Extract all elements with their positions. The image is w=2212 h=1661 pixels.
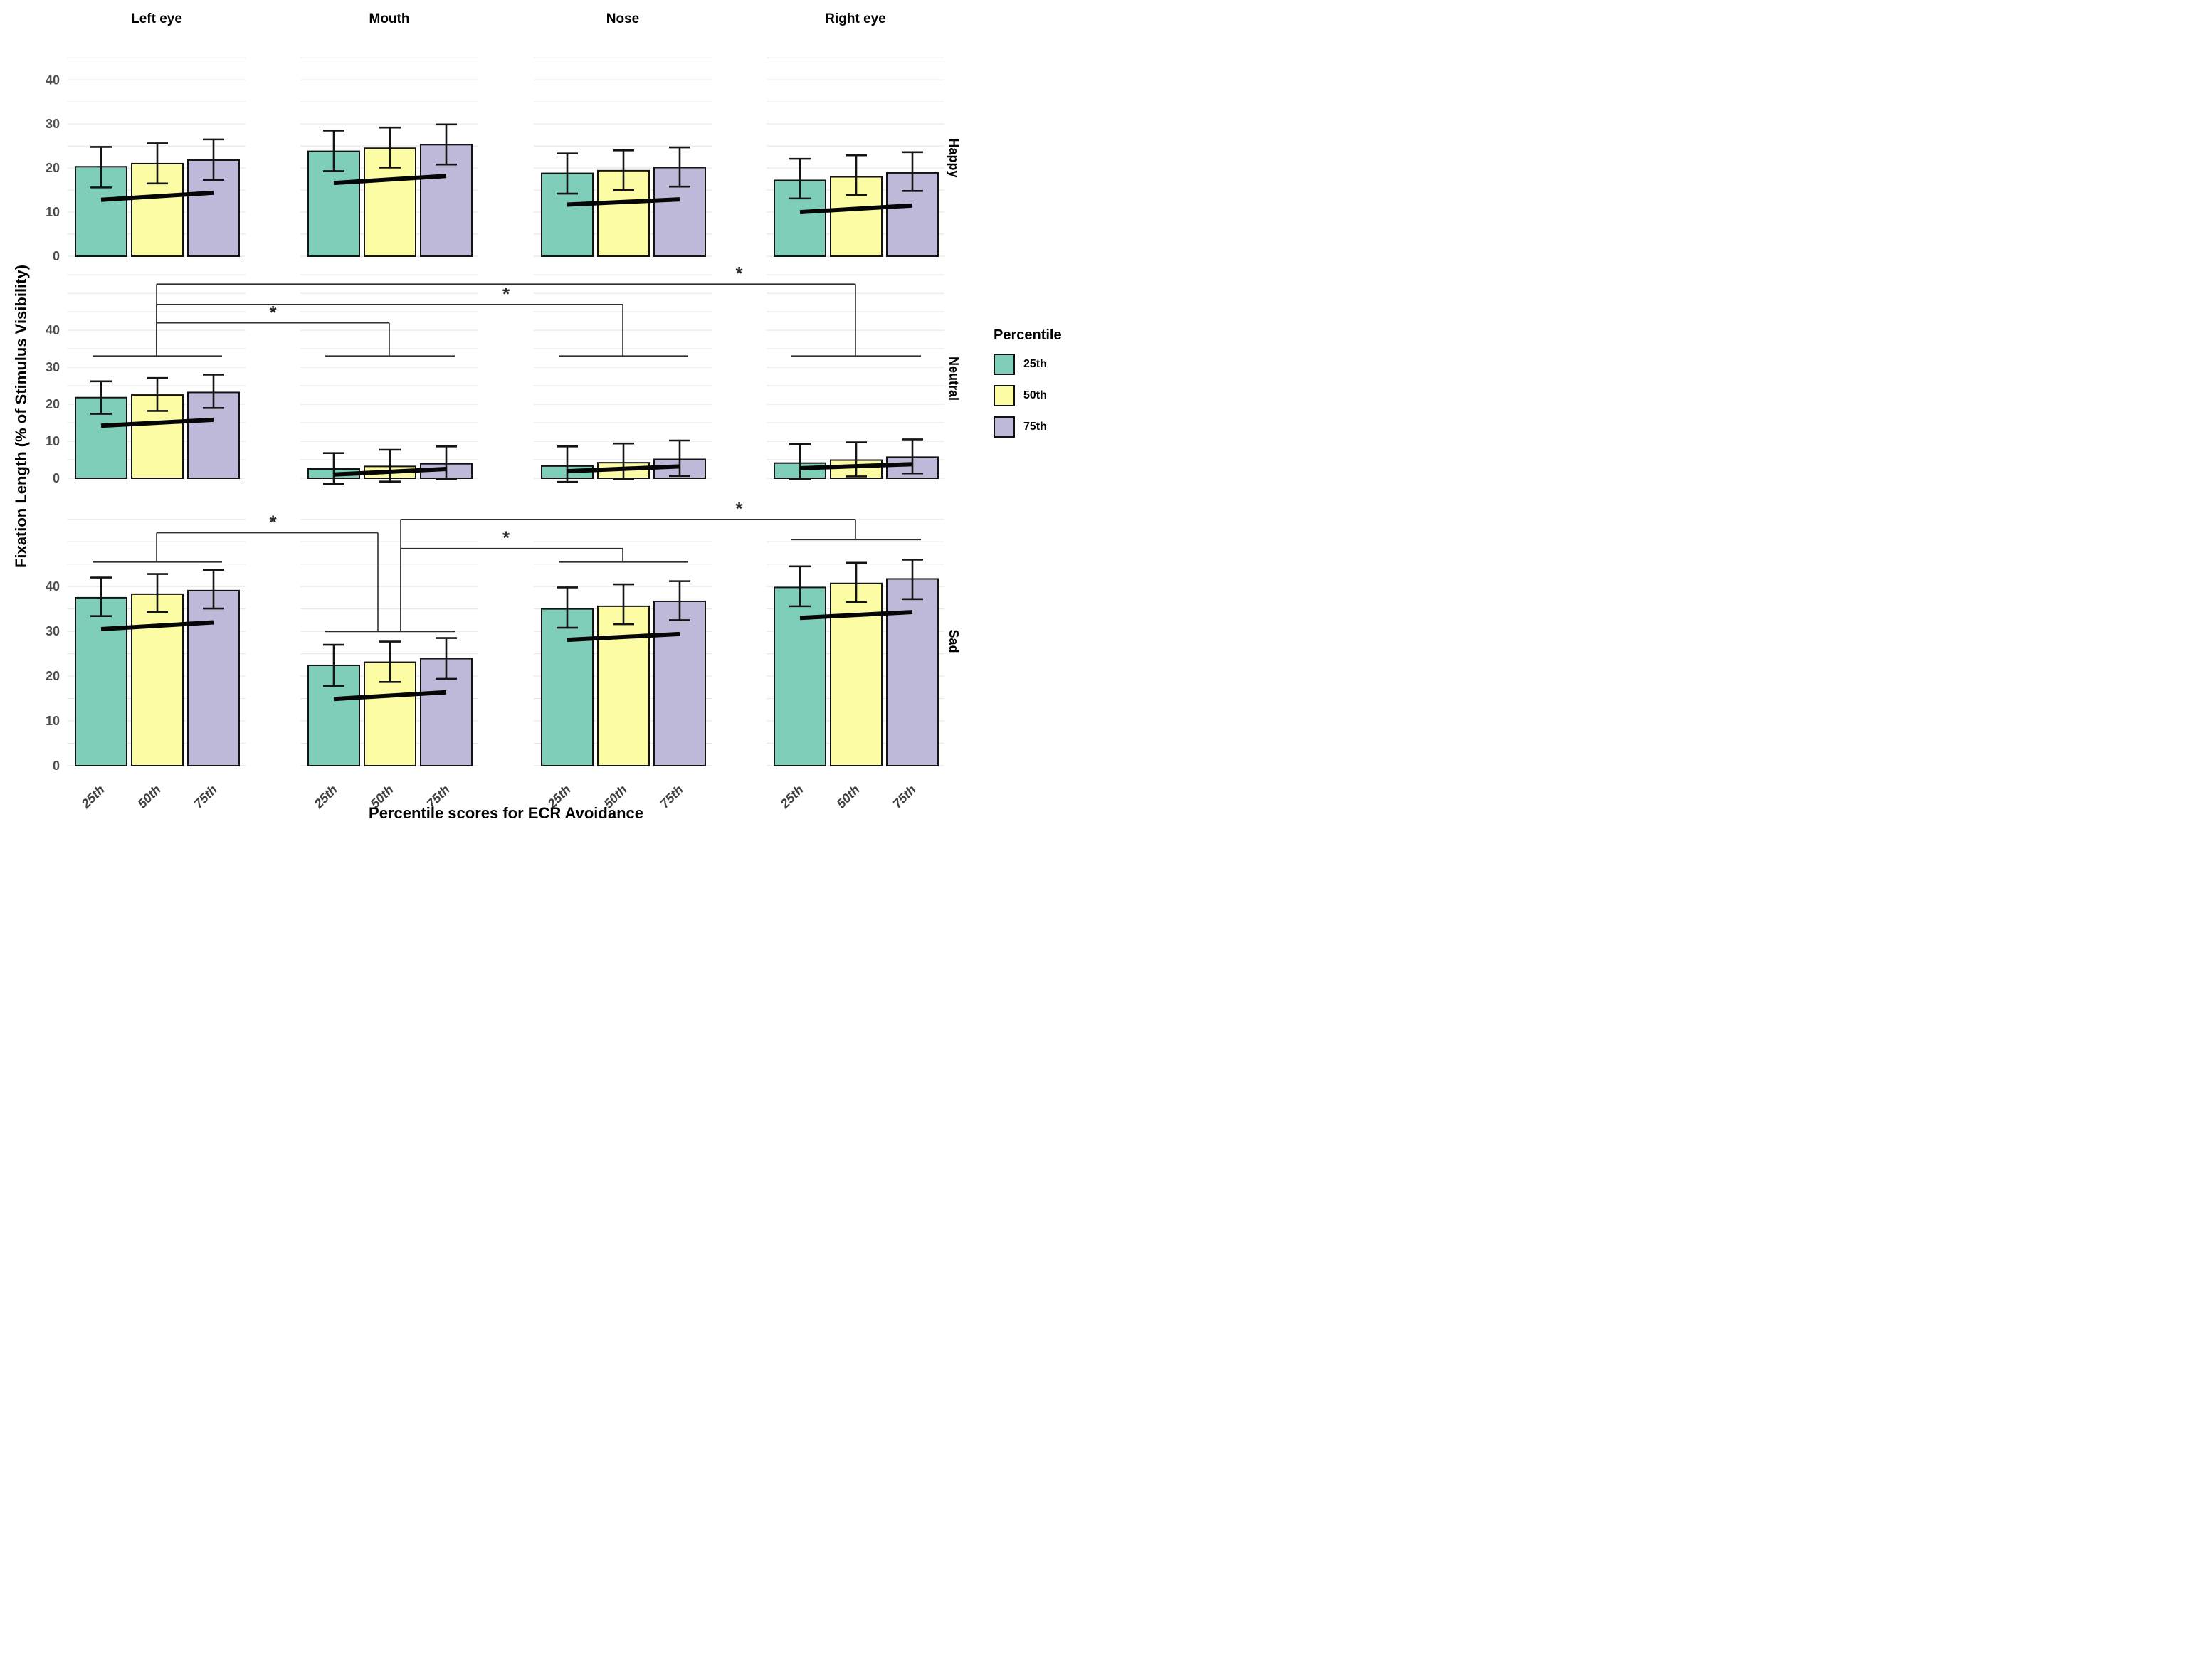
bar (774, 586, 826, 766)
trend-line (333, 174, 447, 186)
faceted-bar-chart: 0 10 20 30 40 0 10 20 30 40 0 10 20 30 40 Left eye Mouth… (46, 11, 944, 811)
facet-panel-sad-nose (541, 580, 706, 767)
y-tick-label: 40 (46, 579, 60, 594)
bar (364, 661, 416, 766)
trend-line (100, 417, 214, 428)
trend-line (333, 690, 447, 702)
legend-item-50th: 50th (994, 385, 1105, 406)
y-tick-label: 0 (53, 759, 60, 773)
significance-star: * (735, 498, 743, 520)
bar (541, 608, 594, 766)
y-tick-label: 0 (53, 249, 60, 263)
bar (830, 582, 883, 766)
y-tick-label: 10 (46, 205, 60, 219)
legend-items: 25th 50th 75th (994, 354, 1105, 438)
y-tick-label: 30 (46, 360, 60, 374)
y-tick-label: 40 (46, 323, 60, 337)
significance-star: * (735, 263, 743, 284)
trend-line (567, 464, 680, 474)
facet-panel-happy-left-eye (75, 138, 240, 257)
legend-title: Percentile (994, 327, 1062, 343)
legend-swatch-75th (994, 416, 1015, 438)
facet-panel-happy-nose (541, 146, 706, 258)
figure-canvas: 0 10 20 30 40 0 10 20 30 40 0 10 20 30 40 Left eye Mouth… (0, 0, 1106, 830)
bar (187, 589, 240, 767)
y-tick-label: 20 (46, 161, 60, 175)
legend-item-75th: 75th (994, 416, 1105, 438)
significance-star: * (502, 283, 510, 305)
facet-panel-neutral-mouth (307, 445, 473, 485)
facet-panel-sad-left-eye (75, 569, 240, 767)
legend-label: 50th (1023, 389, 1047, 401)
y-tick-label: 40 (46, 73, 60, 87)
y-tick-label: 0 (53, 471, 60, 485)
x-axis-title: Percentile scores for ECR Avoidance (369, 804, 643, 822)
y-axis-title: Fixation Length (% of Stimulus Visibilit… (12, 264, 30, 569)
trend-line (799, 610, 913, 621)
y-tick-label: 10 (46, 434, 60, 448)
facet-title: Left eye (131, 11, 182, 26)
y-tick-label: 30 (46, 117, 60, 131)
strip-label-neutral: Neutral (947, 357, 961, 401)
bar (131, 593, 184, 766)
trend-line (799, 203, 913, 215)
strip-label-sad: Sad (947, 629, 961, 653)
y-tick-label: 20 (46, 397, 60, 411)
facet-panel-happy-mouth (307, 123, 473, 257)
sig-brackets-sad: * * * (93, 498, 921, 633)
facet-panel-neutral-right-eye (774, 438, 939, 480)
trend-line (333, 467, 447, 477)
bar (75, 596, 127, 766)
legend-swatch-50th (994, 385, 1015, 406)
y-tick-label: 10 (46, 714, 60, 728)
strip-label-happy: Happy (947, 138, 961, 178)
facet-panel-sad-mouth (307, 637, 473, 767)
legend-item-25th: 25th (994, 354, 1105, 375)
facet-panel-sad-right-eye (774, 559, 939, 766)
bar (886, 578, 939, 766)
significance-star: * (269, 512, 277, 533)
facet-title: Nose (606, 11, 639, 26)
facet-title: Right eye (825, 11, 886, 26)
facet-title: Mouth (369, 11, 410, 26)
y-tick-label: 20 (46, 669, 60, 683)
trend-line (799, 462, 913, 470)
significance-star: * (502, 527, 510, 549)
bar (597, 605, 650, 766)
facet-panel-neutral-nose (541, 439, 706, 483)
bar (653, 600, 706, 767)
trend-line (567, 197, 680, 207)
trend-line (100, 620, 214, 631)
y-tick-label: 30 (46, 624, 60, 638)
legend-label: 25th (1023, 358, 1047, 370)
sig-brackets-neutral: * * * (93, 263, 921, 357)
trend-line (100, 190, 214, 202)
legend: Percentile 25th 50th 75th (994, 327, 1105, 448)
legend-swatch-25th (994, 354, 1015, 375)
significance-star: * (269, 302, 277, 323)
facet-panel-happy-right-eye (774, 151, 939, 258)
trend-line (567, 631, 680, 643)
facet-panel-neutral-left-eye (75, 374, 240, 480)
legend-label: 75th (1023, 421, 1047, 433)
